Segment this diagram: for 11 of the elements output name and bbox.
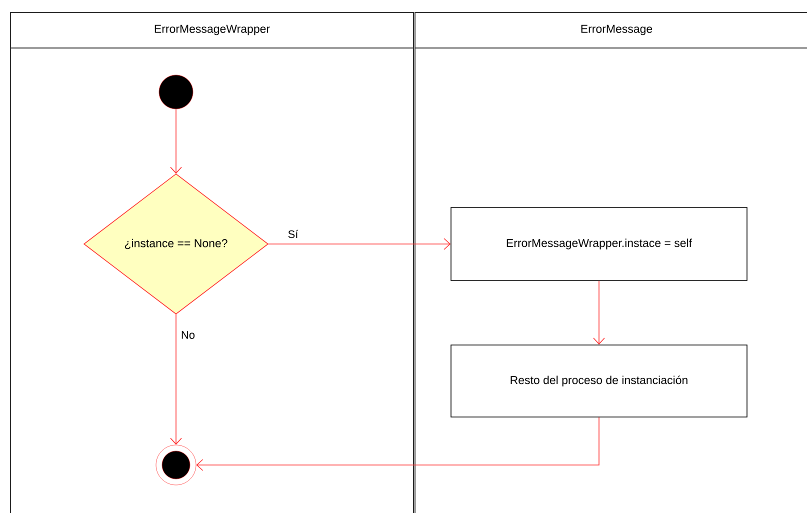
arrow bbox=[170, 108, 182, 174]
action-box: ErrorMessageWrapper.instace = self bbox=[450, 207, 748, 281]
end-node bbox=[156, 444, 196, 486]
arrow bbox=[268, 238, 451, 250]
edge-label: Sí bbox=[286, 228, 300, 240]
arrow bbox=[196, 417, 600, 471]
arrow bbox=[170, 314, 182, 445]
edge-label: No bbox=[182, 331, 195, 339]
action-box: Resto del proceso de instanciación bbox=[450, 344, 748, 418]
arrow bbox=[593, 280, 605, 345]
start-node bbox=[158, 74, 194, 110]
